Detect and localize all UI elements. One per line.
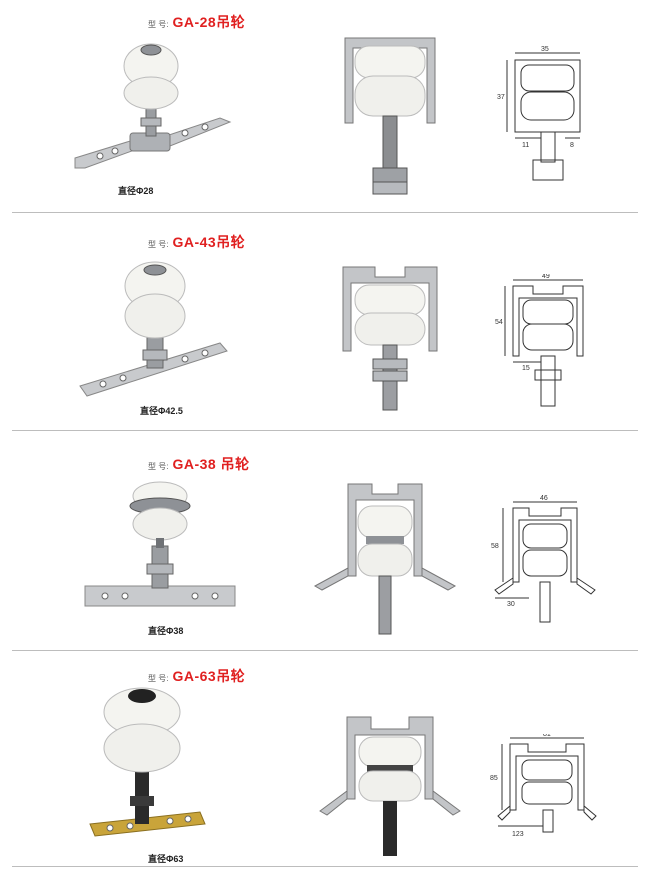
product-section-ga63: 型 号:GA-63吊轮 直径Φ63 (0, 654, 650, 870)
product-photo (79, 261, 228, 397)
model-name: GA-63吊轮 (172, 668, 246, 684)
dimension-drawing: 35 37 11 8 (497, 46, 581, 181)
section-divider (12, 650, 638, 651)
model-prefix: 型 号: (148, 240, 169, 249)
model-prefix: 型 号: (148, 20, 169, 29)
dimension-drawing: 81 85 123 (490, 734, 597, 838)
model-prefix: 型 号: (148, 462, 169, 471)
model-title: 型 号:GA-38 吊轮 (148, 454, 250, 474)
model-name: GA-28吊轮 (172, 14, 246, 30)
dim-bottom-left: 15 (522, 365, 530, 372)
cross-section-photo (344, 37, 436, 195)
cross-section-photo (319, 716, 461, 856)
dim-bottom-left: 123 (512, 831, 524, 838)
section-divider (12, 866, 638, 867)
dim-bottom-right: 8 (570, 142, 574, 149)
diameter-caption: 直径Φ63 (148, 854, 184, 864)
model-title: 型 号:GA-28吊轮 (148, 12, 245, 32)
dim-width: 49 (542, 274, 550, 280)
product-photo (89, 687, 206, 837)
product-section-ga43: 型 号:GA-43吊轮 直径Φ42.5 49 (0, 216, 650, 428)
model-name: GA-38 吊轮 (172, 456, 250, 472)
cross-section-photo (313, 483, 457, 635)
dim-height: 85 (490, 775, 498, 782)
dim-bottom-left: 11 (522, 142, 529, 149)
diameter-caption: 直径Φ38 (148, 626, 184, 636)
product-photo (84, 481, 236, 607)
model-title: 型 号:GA-63吊轮 (148, 666, 245, 686)
product-photo (74, 43, 232, 169)
cross-section-photo (342, 266, 438, 411)
product-section-ga28: 型 号:GA-28吊轮 直径Φ28 (0, 0, 650, 212)
dimension-drawing: 49 54 15 (495, 274, 584, 407)
dim-width: 35 (541, 46, 549, 53)
section-divider (12, 212, 638, 213)
dim-height: 58 (491, 543, 499, 550)
diameter-caption: 直径Φ42.5 (140, 406, 183, 416)
model-prefix: 型 号: (148, 674, 169, 683)
dim-width: 46 (540, 495, 548, 502)
dimension-drawing: 46 58 30 (491, 495, 596, 623)
dim-width: 81 (543, 734, 551, 738)
section-divider (12, 430, 638, 431)
product-section-ga38: 型 号:GA-38 吊轮 直径Φ38 (0, 434, 650, 648)
model-name: GA-43吊轮 (172, 234, 246, 250)
model-title: 型 号:GA-43吊轮 (148, 232, 245, 252)
dim-bottom-left: 30 (507, 601, 515, 608)
dim-height: 37 (497, 94, 505, 101)
diameter-caption: 直径Φ28 (118, 186, 154, 196)
dim-height: 54 (495, 319, 503, 326)
